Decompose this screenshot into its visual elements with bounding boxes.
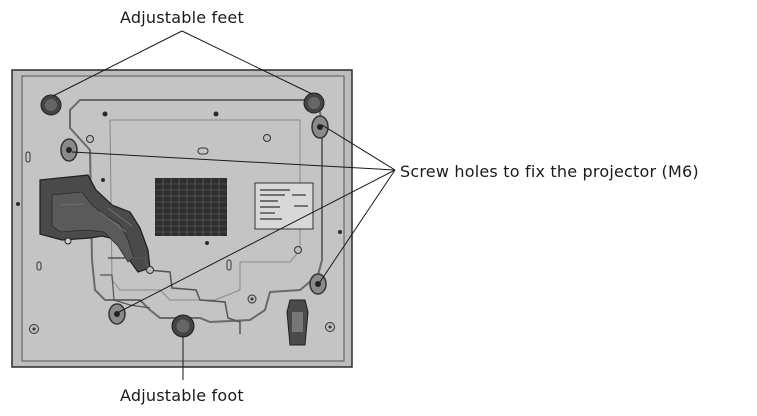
lower-bracket xyxy=(108,257,241,334)
vent-grille xyxy=(155,178,227,236)
foot-top-left-inner xyxy=(45,99,57,111)
lower-bracket-2 xyxy=(100,274,151,309)
boss-1 xyxy=(86,135,94,143)
foot-top-right-inner xyxy=(308,97,320,109)
boss-4 xyxy=(294,246,302,254)
foot-bottom-inner xyxy=(176,319,190,333)
duct-inner xyxy=(51,191,135,263)
label-screw-holes: Screw holes to fix the projector (M6) xyxy=(400,162,699,181)
boss-3 xyxy=(146,266,154,274)
duct-screw xyxy=(64,237,72,245)
label-adjustable-foot: Adjustable foot xyxy=(120,386,244,405)
label-adjustable-feet: Adjustable feet xyxy=(120,8,244,27)
boss-2 xyxy=(263,134,271,142)
callout-lines xyxy=(52,30,396,380)
